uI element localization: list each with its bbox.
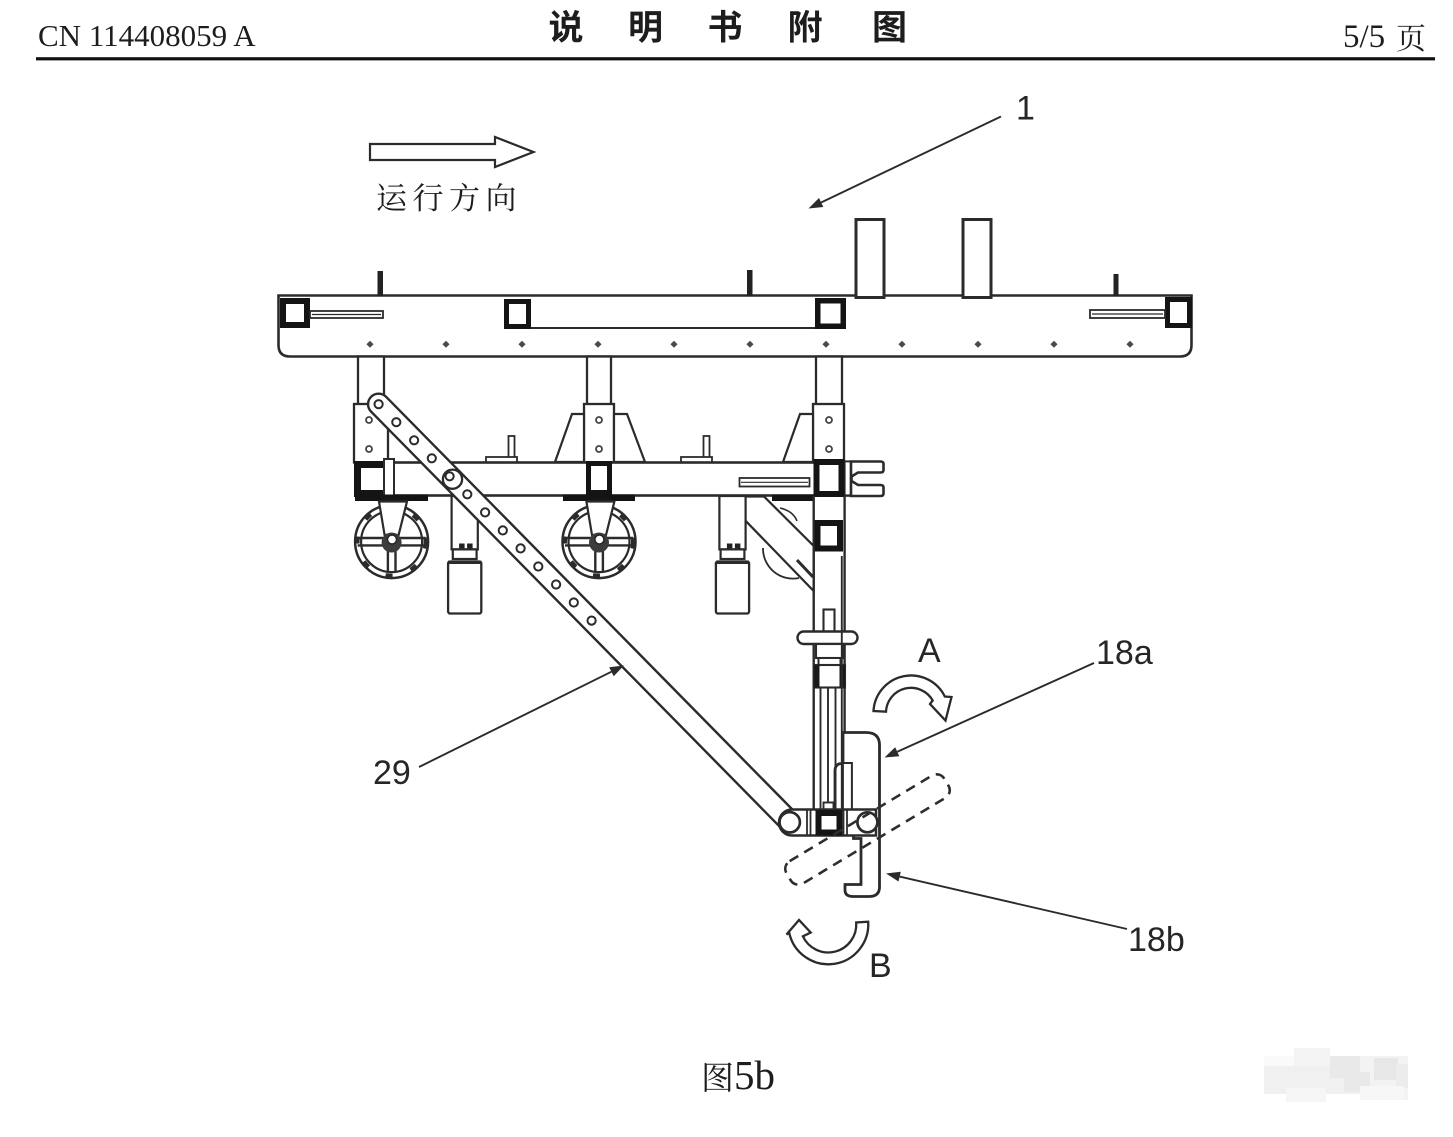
svg-text:18b: 18b bbox=[1128, 921, 1185, 959]
svg-text:18a: 18a bbox=[1096, 634, 1153, 672]
svg-text:CN 114408059 A: CN 114408059 A bbox=[38, 18, 256, 53]
svg-text:5b: 5b bbox=[734, 1052, 775, 1098]
svg-text:5/5: 5/5 bbox=[1343, 19, 1385, 55]
svg-text:B: B bbox=[869, 947, 892, 985]
svg-text:29: 29 bbox=[373, 754, 411, 792]
svg-text:A: A bbox=[918, 632, 941, 670]
svg-text:1: 1 bbox=[1016, 90, 1035, 128]
